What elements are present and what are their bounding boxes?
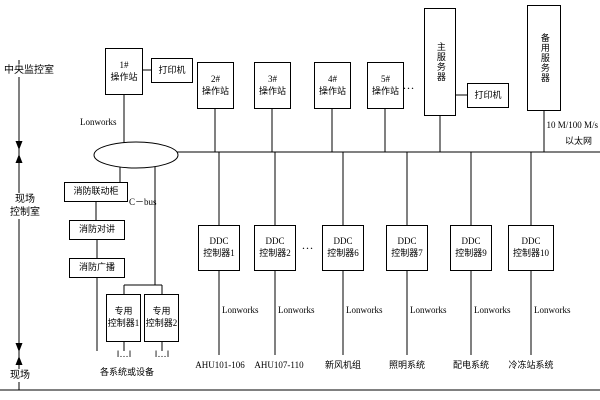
dedicated-controller-1-box: 专用 控制器1 (106, 294, 141, 342)
ddc-bus-drops (218, 152, 532, 225)
ddc-controller-7-box: DDC 控制器7 (386, 225, 428, 271)
fire-linkage-cabinet-box: 消防联动柜 (64, 182, 128, 202)
ddc-controller-2-box: DDC 控制器2 (254, 225, 296, 271)
printer-2-box: 打印机 (467, 83, 509, 108)
dedicated-controller-2-box: 专用 控制器2 (144, 294, 179, 342)
operator-station-3-box: 3# 操作站 (254, 62, 291, 109)
operator-station-4-box: 4# 操作站 (314, 62, 351, 109)
zone-label-central-control-room: 中央监控室 (1, 64, 57, 77)
ethernet-name-label: 以太网 (564, 136, 592, 146)
ddc-controller-6-box: DDC 控制器6 (322, 225, 364, 271)
main-server-box: 主服务器 (424, 8, 456, 116)
system-label-ahu101-106: AHU101-106 (195, 360, 245, 370)
backup-server-box: 备用服务器 (527, 5, 561, 111)
device-hash-marks: ‖…‖ (154, 349, 170, 359)
cbus-connectors (123, 167, 163, 351)
lonworks-label: Lonworks (410, 305, 447, 315)
system-label-chiller-plant: 冷冻站系统 (508, 360, 554, 370)
ddc-controller-9-box: DDC 控制器9 (450, 225, 492, 271)
lonworks-label-top: Lonworks (80, 117, 117, 127)
zone-axis-line (0, 60, 600, 391)
system-label-ahu107-110: AHU107-110 (254, 360, 304, 370)
lonworks-label: Lonworks (346, 305, 383, 315)
zone-label-field-control-room: 现场 控制室 (3, 193, 47, 219)
network-hub-ellipse (93, 141, 179, 169)
arrow-down-icon (15, 141, 23, 150)
devices-label: 各系统或设备 (99, 367, 154, 377)
printer-1-box: 打印机 (151, 58, 193, 83)
arrow-up-icon (15, 356, 23, 365)
lonworks-label: Lonworks (278, 305, 315, 315)
zone-label-field: 现场 (7, 369, 33, 382)
arrow-up-icon (15, 154, 23, 163)
station-connectors (123, 69, 545, 152)
fire-chain-connectors (95, 167, 121, 351)
operator-station-5-box: 5# 操作站 (367, 62, 404, 109)
arrow-down-icon (15, 343, 23, 352)
ethernet-speed-label: 10 M/100 M/s (546, 120, 598, 130)
ellipsis-stations: … (402, 78, 416, 92)
lonworks-label: Lonworks (474, 305, 511, 315)
operator-station-1-box: 1# 操作站 (105, 48, 143, 95)
cbus-label: C－bus (129, 197, 157, 207)
ddc-controller-10-box: DDC 控制器10 (508, 225, 554, 271)
system-label-lighting: 照明系统 (388, 360, 425, 370)
system-label-fresh-air-units: 新风机组 (324, 360, 361, 370)
ellipsis-ddc: … (301, 238, 315, 252)
lonworks-label: Lonworks (534, 305, 571, 315)
ddc-field-drops (218, 271, 532, 355)
lonworks-label: Lonworks (222, 305, 259, 315)
fire-broadcast-box: 消防广播 (69, 258, 125, 278)
operator-station-2-box: 2# 操作站 (197, 62, 234, 109)
device-hash-marks: ‖…‖ (116, 349, 132, 359)
system-label-power-distribution: 配电系统 (452, 360, 489, 370)
ddc-controller-1-box: DDC 控制器1 (198, 225, 240, 271)
fire-intercom-box: 消防对讲 (69, 220, 125, 240)
